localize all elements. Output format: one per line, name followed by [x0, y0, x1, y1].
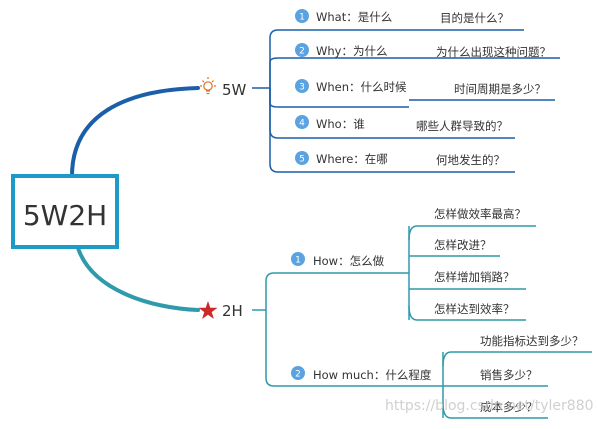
how-much-detail: 销售多少？ — [480, 368, 538, 382]
how-detail: 怎样改进？ — [434, 238, 492, 252]
number-badge — [295, 115, 309, 129]
how-detail: 怎样做效率最高？ — [434, 207, 526, 221]
5w-item-label: Who：谁 — [316, 117, 365, 131]
2h-connectors — [252, 225, 592, 419]
center-node-box — [11, 174, 119, 249]
watermark: https://blog.csdn.net/tyler880 — [385, 398, 594, 414]
5w-item-detail: 时间周期是多少？ — [454, 82, 546, 96]
2h-node-label: 2H — [222, 302, 243, 320]
lightbulb-icon — [200, 77, 216, 95]
svg-text:2: 2 — [295, 370, 301, 380]
5w-item-what: 1 What：是什么 目的是什么？ — [295, 9, 509, 25]
5w-node-label: 5W — [222, 81, 247, 99]
5w-item-label: When：什么时候 — [316, 80, 407, 94]
svg-text:4: 4 — [299, 119, 305, 129]
2h-item-label: How much：什么程度 — [313, 368, 432, 382]
number-badge — [295, 43, 309, 57]
how-detail: 怎样增加销路？ — [434, 270, 515, 284]
how-much-detail: 成本多少？ — [480, 400, 538, 414]
svg-text:3: 3 — [299, 83, 305, 93]
number-badge — [295, 79, 309, 93]
number-badge — [291, 252, 305, 266]
2h-item-how-much: 2 How much：什么程度 功能指标达到多少？ 销售多少？ 成本多少？ — [291, 334, 584, 414]
svg-text:1: 1 — [299, 13, 305, 23]
5w-item-detail: 何地发生的？ — [436, 153, 505, 167]
5w-item-detail: 为什么出现这种问题？ — [436, 45, 551, 59]
5w-item-where: 5 Where：在哪 何地发生的？ — [295, 151, 505, 167]
5w-item-label: Where：在哪 — [316, 152, 388, 166]
center-node-title: 5W2H — [23, 199, 107, 232]
number-badge — [291, 366, 305, 380]
5w-item-detail: 目的是什么？ — [440, 11, 509, 25]
svg-text:1: 1 — [295, 256, 301, 266]
number-badge — [295, 151, 309, 165]
how-detail: 怎样达到效率？ — [434, 302, 515, 316]
center-to-5w-branch — [70, 86, 200, 178]
5w-item-when: 3 When：什么时候 时间周期是多少？ — [295, 79, 546, 96]
svg-text:5: 5 — [299, 155, 305, 165]
center-to-2h-branch — [76, 246, 200, 312]
5w-item-why: 2 Why：为什么 为什么出现这种问题？ — [295, 43, 551, 59]
how-much-detail: 功能指标达到多少？ — [480, 334, 584, 348]
5w-item-label: What：是什么 — [316, 10, 392, 24]
5w-connectors — [252, 29, 560, 173]
5w-item-who: 4 Who：谁 哪些人群导致的？ — [295, 115, 508, 133]
star-icon — [198, 301, 218, 319]
number-badge — [295, 9, 309, 23]
2h-item-label: How：怎么做 — [313, 254, 385, 268]
5w-item-label: Why：为什么 — [316, 44, 387, 58]
5w-item-detail: 哪些人群导致的？ — [416, 119, 508, 133]
2h-item-how: 1 How：怎么做 怎样做效率最高？ 怎样改进？ 怎样增加销路？ 怎样达到效率？ — [291, 207, 526, 316]
svg-text:2: 2 — [299, 47, 305, 57]
